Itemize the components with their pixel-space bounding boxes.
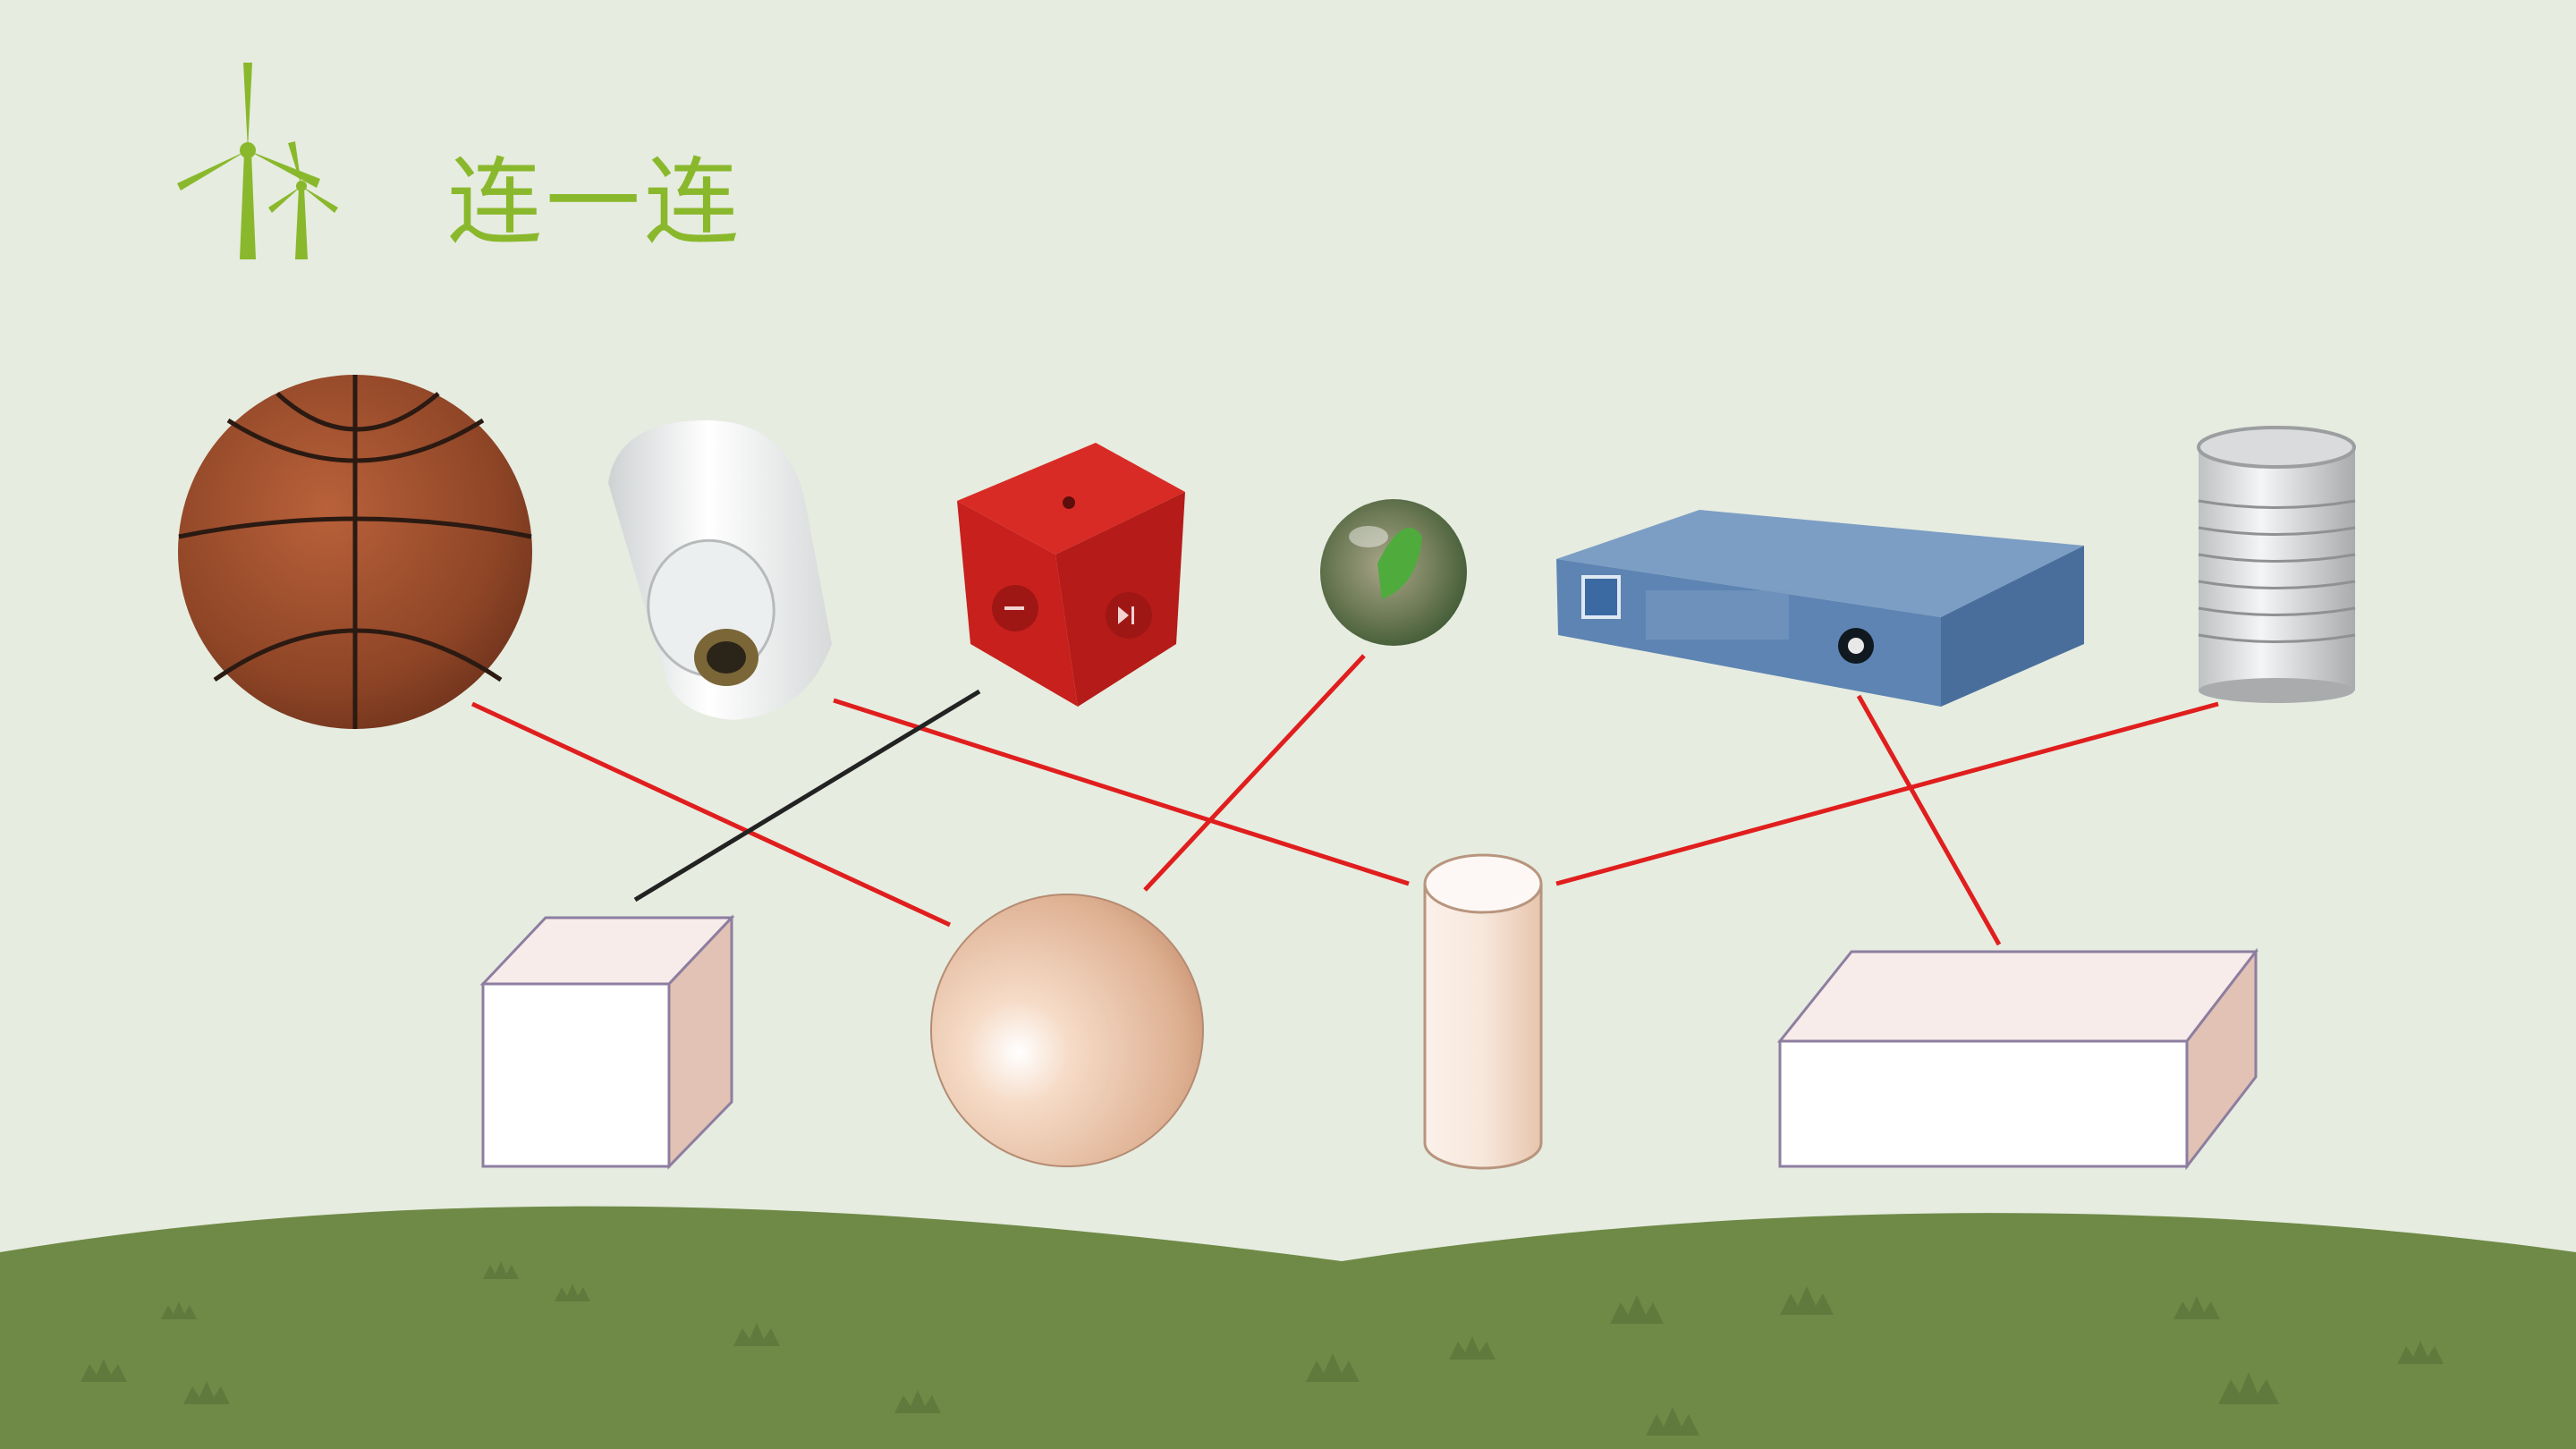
line-paperroll-cylinder — [833, 698, 1410, 886]
line-bluebox-cuboid — [1856, 694, 2002, 946]
matching-lines — [470, 654, 2219, 946]
line-basketball-sphere — [470, 701, 952, 928]
shape-cylinder — [1423, 853, 1543, 1170]
shape-cube — [479, 914, 735, 1170]
paper-roll — [608, 420, 832, 720]
line-cube-speaker-cube — [633, 689, 981, 902]
grass-tufts — [80, 1261, 2444, 1436]
glass-marble — [1320, 499, 1467, 646]
wind-turbine-icon — [177, 63, 338, 259]
line-tincan-cylinder — [1555, 701, 2219, 886]
line-marble-sphere — [1143, 654, 1366, 892]
basketball — [178, 375, 532, 729]
blue-box — [1556, 510, 2084, 707]
shape-sphere — [930, 894, 1204, 1167]
red-cube-speaker — [957, 443, 1185, 707]
page-title: 连一连 — [447, 148, 742, 258]
tin-can — [2197, 426, 2356, 703]
grass-ground — [0, 1206, 2576, 1449]
shape-cuboid — [1776, 947, 2259, 1171]
